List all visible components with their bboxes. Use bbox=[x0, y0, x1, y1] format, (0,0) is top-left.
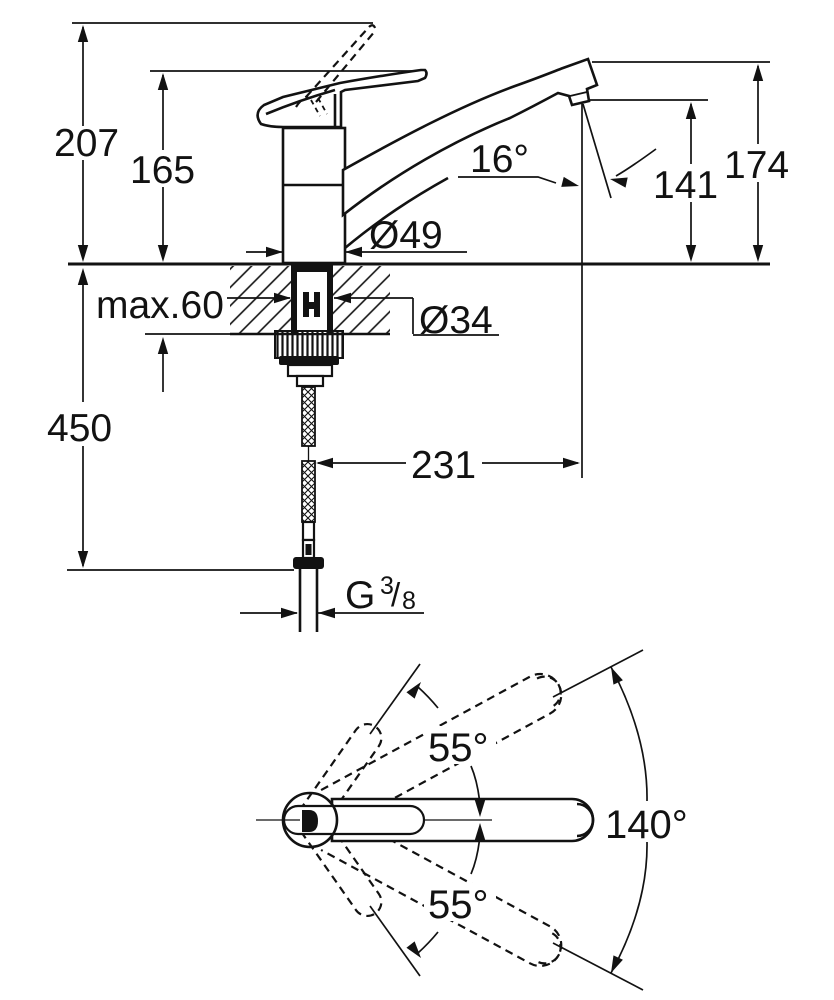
dim-hose-length-label: 450 bbox=[47, 407, 112, 450]
handle-arc-lower-label: 55° bbox=[428, 883, 489, 927]
spout bbox=[341, 57, 599, 250]
dim-base-diameter-label: Ø49 bbox=[369, 214, 443, 257]
dim-spout-angle-label: 16° bbox=[470, 138, 529, 181]
thread-denominator-label: 8 bbox=[402, 587, 416, 615]
mounting-nut bbox=[274, 330, 344, 388]
countertop-section bbox=[68, 262, 770, 336]
dim-shank-diameter-label: Ø34 bbox=[419, 299, 493, 342]
cartridge-mark bbox=[302, 810, 318, 832]
handle-arc-upper-label: 55° bbox=[428, 726, 489, 770]
top-view-halos bbox=[424, 726, 694, 921]
thread-g-label: G bbox=[345, 574, 375, 617]
dim-spout-top-height-label: 174 bbox=[724, 144, 789, 187]
dimension-lines bbox=[77, 25, 764, 619]
extension-lines bbox=[67, 22, 770, 571]
handle-arc-upper-dim bbox=[369, 663, 486, 817]
swivel-arc-dim bbox=[552, 649, 648, 991]
side-view: 207 165 174 141 16° Ø49 Ø34 max.60 450 2… bbox=[45, 22, 792, 632]
thread-slash-label: / bbox=[391, 576, 401, 613]
thread-numerator-label: 3 bbox=[380, 572, 394, 600]
dim-body-height-label: 165 bbox=[130, 149, 195, 192]
faucet-top-view bbox=[256, 791, 595, 849]
dim-outlet-height-label: 141 bbox=[653, 164, 718, 207]
top-view: 55° 55° 140° bbox=[256, 649, 694, 991]
dim-spout-reach-label: 231 bbox=[411, 444, 476, 487]
dim-overall-height-label: 207 bbox=[54, 122, 119, 165]
supply-hose bbox=[293, 386, 324, 632]
thread-size-label: G 3 / 8 bbox=[345, 572, 416, 617]
handle-arc-lower-dim bbox=[369, 823, 486, 977]
spout-angle-indication bbox=[458, 103, 657, 199]
swivel-arc-label: 140° bbox=[605, 803, 688, 847]
label-halos bbox=[45, 126, 792, 482]
lever-handle bbox=[256, 68, 428, 129]
faucet-body bbox=[281, 126, 347, 265]
lever-raised-position bbox=[295, 24, 378, 108]
mounting-shank bbox=[291, 265, 333, 334]
dim-max-counter-thickness-label: max.60 bbox=[96, 284, 224, 327]
